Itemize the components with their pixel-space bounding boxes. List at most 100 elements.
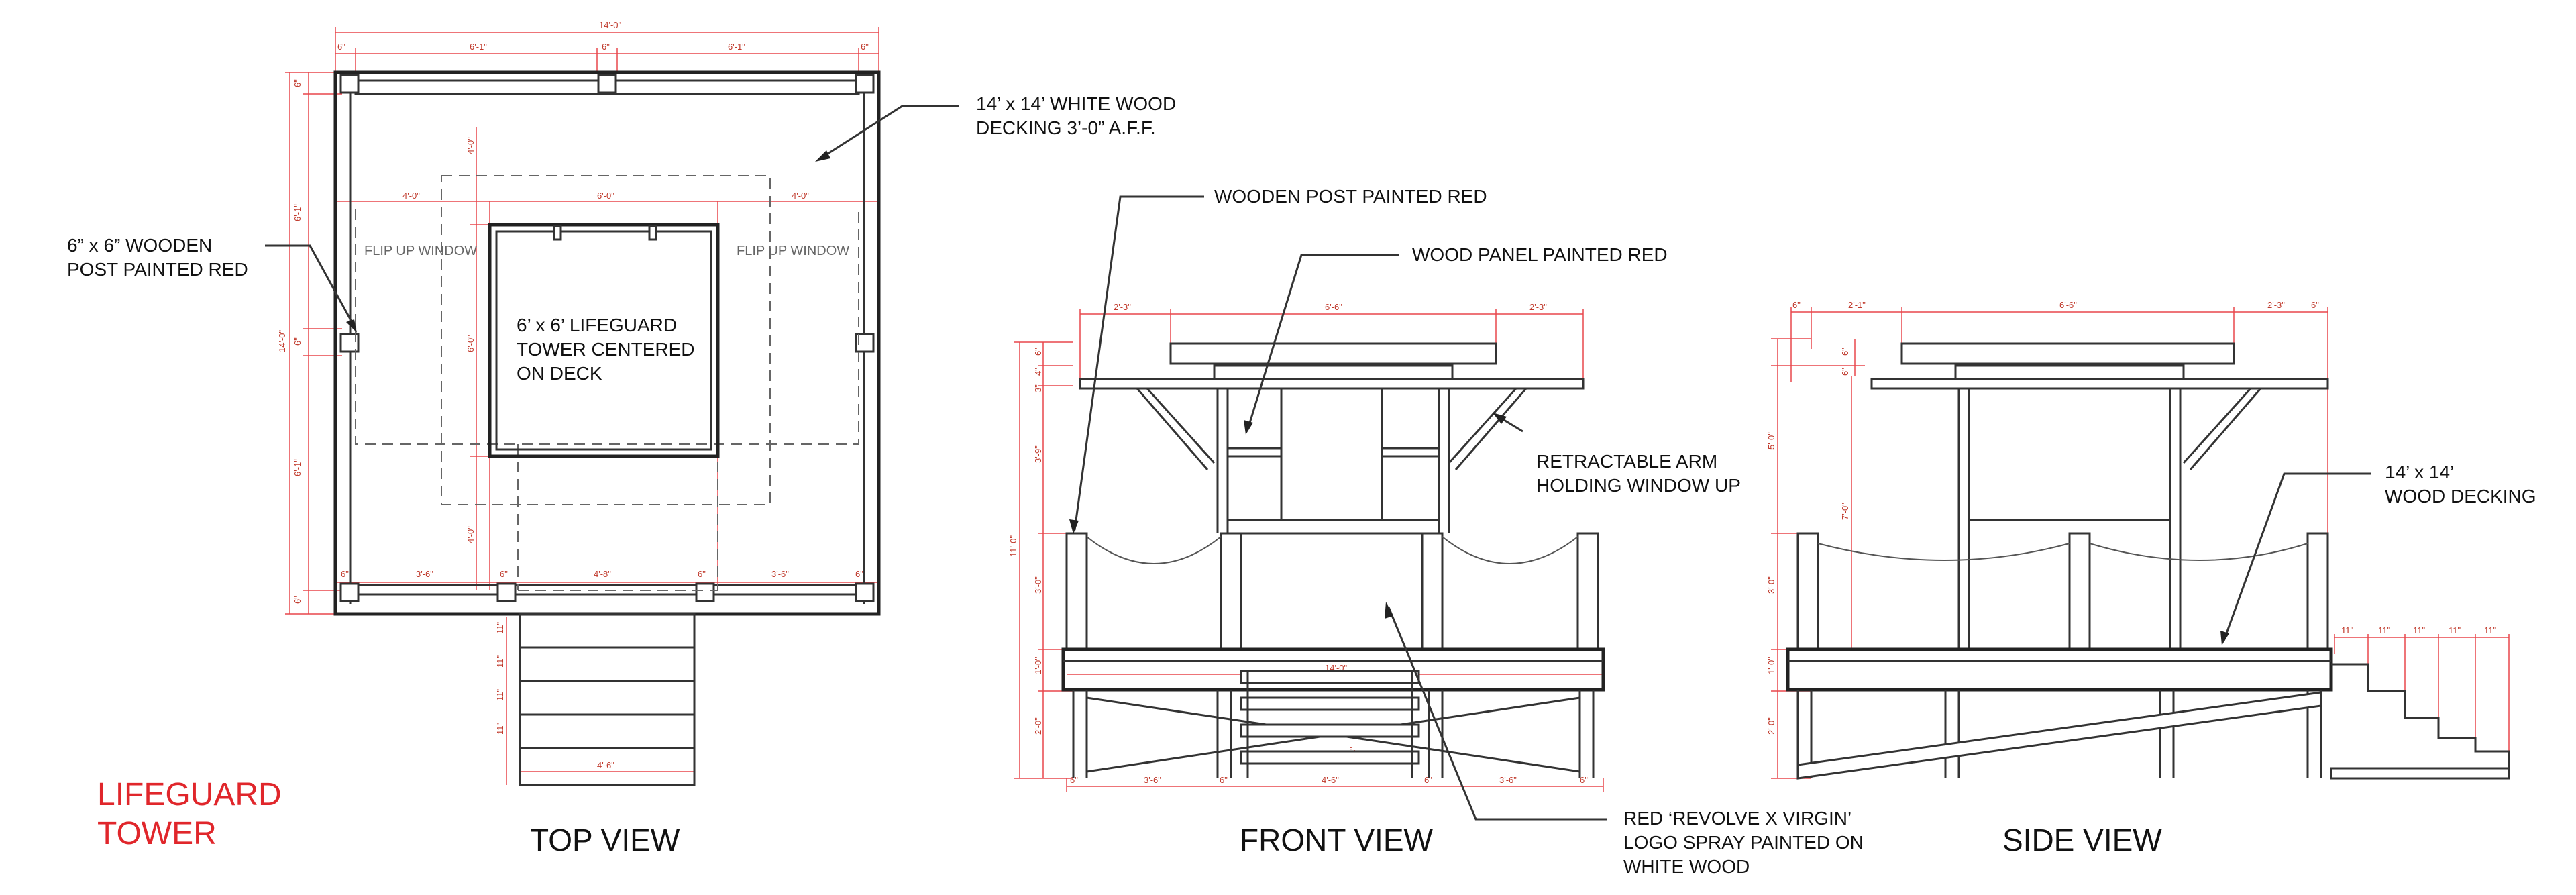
top-dim-5: 6": [861, 42, 869, 52]
front-bottom-dim-6: 3'-6": [1499, 775, 1517, 785]
side-top-dim-5: 6": [2311, 300, 2319, 310]
top-bottom-dim-1: 6": [341, 569, 349, 579]
post-top-right: [855, 74, 875, 94]
post-bottom-cl: [496, 582, 517, 602]
front-left-total-dim: 11'-0": [1008, 535, 1018, 557]
side-stair-dim-3: 11": [2413, 625, 2425, 635]
stairs-dim-1: 11": [495, 622, 505, 634]
front-left-dim-7: 2'-0": [1033, 717, 1043, 735]
side-top-dim-1: 6": [1792, 300, 1801, 310]
side-top-dim-4: 2'-3": [2267, 300, 2285, 310]
top-inner-dim-2: 6'-0": [597, 191, 614, 201]
side-left-dim-5: 3'-0": [1766, 576, 1776, 594]
logo-panel: [1226, 532, 1440, 651]
stairs-width-dim: 4'-6": [597, 760, 614, 770]
front-stairs: [1240, 670, 1420, 778]
top-view-title: TOP VIEW: [530, 823, 680, 857]
side-stair-dim-5: 11": [2484, 625, 2496, 635]
top-left-dim-4: 6'-1": [292, 459, 303, 476]
side-post-left: [1796, 532, 1819, 651]
top-bottom-dim-6: 3'-6": [771, 569, 789, 579]
wooden-post-callout: WOODEN POST PAINTED RED: [1214, 186, 1487, 207]
side-decking-callout-1: 14’ x 14’: [2385, 462, 2454, 482]
drawing-title-line2: TOWER: [97, 816, 217, 851]
post-leader: [265, 244, 357, 329]
front-bottom-dim-2: 3'-6": [1144, 775, 1161, 785]
side-deck: [1786, 647, 2333, 692]
top-bottom-dim-3: 6": [500, 569, 508, 579]
front-post-left: [1065, 532, 1088, 651]
decking-leader: [818, 105, 959, 161]
front-bottom-dim-3: 6": [1220, 775, 1228, 785]
post-bottom-right: [855, 582, 875, 602]
side-rope-left: [1817, 543, 2070, 561]
top-dim-3: 6": [602, 42, 610, 52]
side-left-dim-2: 6": [1840, 368, 1850, 376]
front-top-dim-2: 6'-6": [1325, 302, 1342, 312]
front-post-cl: [1220, 532, 1242, 651]
stairs-dim-4: 11": [495, 723, 505, 735]
front-roof: [1169, 342, 1497, 365]
front-bottom-dim-4: 4'-6": [1322, 775, 1339, 785]
front-bottom-dim-5: 6": [1424, 775, 1432, 785]
front-top-dim-1: 2'-3": [1114, 302, 1131, 312]
side-left-dim-7: 2'-0": [1766, 717, 1776, 735]
front-post-cr: [1421, 532, 1444, 651]
post-top-center: [597, 74, 617, 94]
top-inner-v-dim-3: 4'-0": [466, 526, 476, 543]
front-view-dimension-lines: [1014, 309, 1604, 792]
arm-callout-1: RETRACTABLE ARM: [1536, 451, 1717, 472]
top-dim-1: 6": [337, 42, 345, 52]
side-window-panel: [1870, 378, 2329, 390]
top-left-dim-1: 6": [292, 79, 303, 87]
side-rope-right: [2089, 543, 2308, 561]
decking-callout-2: DECKING 3’-0” A.F.F.: [976, 117, 1156, 138]
front-view-elevation: 2'-3" 6'-6" 2'-3" 6" 4" 3" 3'-9" 3'-0" 1…: [1008, 195, 1607, 821]
stairs-plan: [519, 613, 696, 786]
arm-callout-2: HOLDING WINDOW UP: [1536, 475, 1741, 496]
side-top-dim-2: 2'-1": [1848, 300, 1866, 310]
logo-leader: [1387, 607, 1607, 821]
front-post-right: [1576, 532, 1599, 651]
top-left-dim-3: 6": [292, 337, 303, 346]
top-left-dim-5: 6": [292, 596, 303, 604]
stairs-dim-3: 11": [495, 689, 505, 701]
side-stair-dim-4: 11": [2449, 625, 2461, 635]
logo-callout-1: RED ‘REVOLVE X VIRGIN’: [1623, 808, 1851, 829]
front-rope-right: [1442, 536, 1578, 564]
side-post-center: [2068, 532, 2091, 651]
side-view-title: SIDE VIEW: [2002, 823, 2162, 857]
front-top-dim-3: 2'-3": [1529, 302, 1547, 312]
front-left-dim-3: 3": [1033, 384, 1043, 392]
top-inner-v-dim-2: 6'-0": [466, 335, 476, 352]
post-callout-1: 6” x 6” WOODEN: [67, 235, 212, 256]
tower-label-2: TOWER CENTERED: [517, 339, 695, 360]
top-dim-4: 6'-1": [728, 42, 745, 52]
front-rope-left: [1086, 536, 1222, 564]
side-decking-leader: [2222, 472, 2371, 641]
front-view-title: FRONT VIEW: [1240, 823, 1434, 857]
side-roof: [1900, 342, 2235, 365]
side-stair-dim-1: 11": [2341, 625, 2353, 635]
post-bottom-cr: [695, 582, 715, 602]
front-deck: [1061, 647, 1605, 692]
side-left-dim-1: 6": [1840, 348, 1850, 356]
top-bottom-dim-7: 6": [855, 569, 863, 579]
top-left-dim-2: 6'-1": [292, 204, 303, 221]
side-view-elevation: 6" 2'-1" 6'-6" 2'-3" 6" 6" 6" 5'-0" 7'-0…: [1766, 300, 2510, 780]
logo-callout-2: LOGO SPRAY PAINTED ON: [1623, 832, 1864, 853]
side-top-dim-3: 6'-6": [2059, 300, 2077, 310]
post-callout-2: POST PAINTED RED: [67, 259, 248, 280]
front-left-dim-6: 1'-0": [1033, 657, 1043, 674]
post-top-left: [339, 74, 360, 94]
wooden-post-leader: [1073, 195, 1204, 531]
drawing-title-line1: LIFEGUARD: [97, 777, 282, 812]
tower-label-1: 6’ x 6’ LIFEGUARD: [517, 315, 677, 335]
tower-label-3: ON DECK: [517, 363, 602, 384]
top-left-total-dim: 14'-0": [277, 329, 287, 352]
front-left-dim-4: 3'-9": [1033, 445, 1043, 463]
top-view-dimension-lines: [285, 27, 879, 785]
side-left-dim-3: 5'-0": [1766, 432, 1776, 450]
side-left-dim-4: 7'-0": [1840, 503, 1850, 520]
